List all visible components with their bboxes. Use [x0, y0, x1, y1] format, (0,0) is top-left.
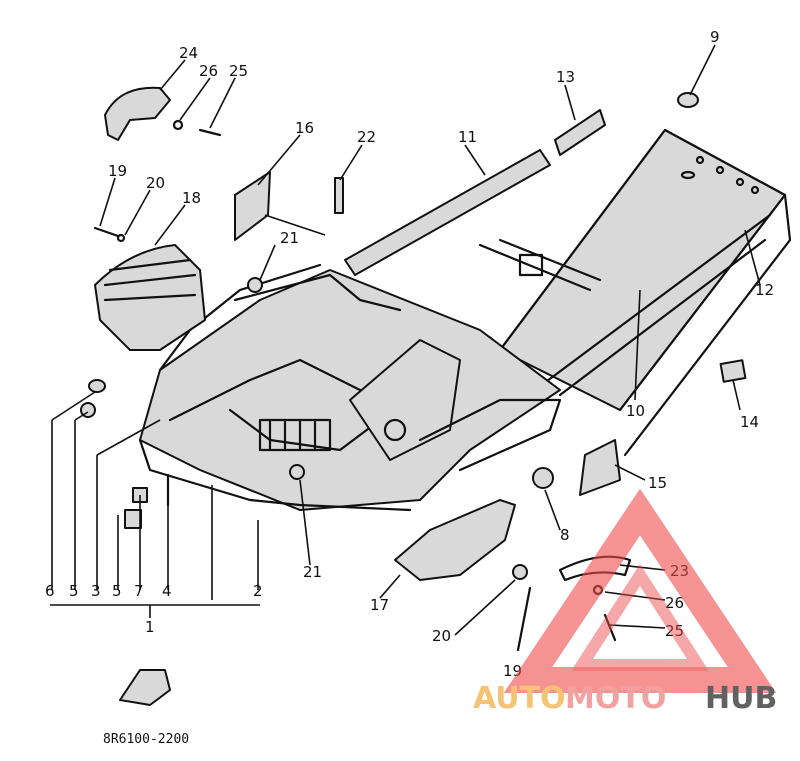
watermark-triangle	[503, 488, 777, 693]
callout: 26	[199, 62, 218, 80]
bracket-23	[558, 555, 632, 582]
trim-strip	[554, 109, 606, 156]
grommet	[532, 467, 554, 489]
tunnel-side-rail	[618, 193, 792, 457]
front-body-pan	[139, 269, 561, 511]
watermark-hub: HUB	[705, 681, 777, 716]
callout: 12	[755, 281, 774, 299]
callout: 11	[458, 128, 477, 146]
callout: 5	[69, 582, 79, 600]
callout: 14	[740, 413, 759, 431]
callout: 20	[146, 174, 165, 192]
automotohub-watermark: AUTO MOTO HUB	[473, 488, 777, 716]
callout: 3	[91, 582, 101, 600]
washer	[172, 119, 184, 131]
engine-mount-bracket	[349, 339, 461, 461]
callout: 16	[295, 119, 314, 137]
nut-21a	[247, 277, 263, 293]
callout: 19	[108, 162, 127, 180]
rail-strip	[344, 149, 551, 276]
watermark-moto: MOTO	[565, 681, 666, 716]
rubber-damper	[88, 379, 106, 393]
washer-20a	[116, 233, 126, 243]
callout: 9	[710, 28, 720, 46]
callout: 25	[665, 622, 684, 640]
callout: 15	[648, 474, 667, 492]
drawing-code: 8R6100-2200	[103, 732, 189, 747]
bolt-22	[334, 177, 344, 214]
callout: 7	[134, 582, 144, 600]
bolt	[198, 128, 222, 137]
callout: 8	[560, 526, 570, 544]
label-plate	[719, 359, 747, 383]
callout: 24	[179, 44, 198, 62]
callout: 22	[357, 128, 376, 146]
bolt-19b	[516, 586, 532, 652]
clip-part	[119, 669, 171, 706]
washer-20b	[512, 564, 528, 580]
callout: 18	[182, 189, 201, 207]
callout: 6	[45, 582, 55, 600]
callout: 5	[112, 582, 122, 600]
side-plate-15	[579, 439, 621, 496]
collar-c	[124, 509, 142, 529]
callout: 10	[626, 402, 645, 420]
lower-shroud	[394, 499, 516, 581]
callout: 21	[303, 563, 322, 581]
callout: 20	[432, 627, 451, 645]
callout: 21	[280, 229, 299, 247]
watermark-auto: AUTO	[473, 681, 566, 716]
callout: 17	[370, 596, 389, 614]
callout: 2	[253, 582, 263, 600]
callout: 25	[229, 62, 248, 80]
leader-lines	[50, 44, 761, 636]
bolt-19a	[93, 226, 120, 238]
nut-21b	[289, 464, 305, 480]
chassis-frame	[138, 128, 792, 512]
front-nose-cover	[94, 244, 206, 351]
callout: 1	[145, 618, 155, 636]
top-bracket	[104, 86, 171, 141]
callout: 4	[162, 582, 172, 600]
callout: 13	[556, 68, 575, 86]
callout: 26	[665, 594, 684, 612]
gusset-plate	[234, 171, 271, 241]
rubber-cap	[677, 92, 699, 108]
